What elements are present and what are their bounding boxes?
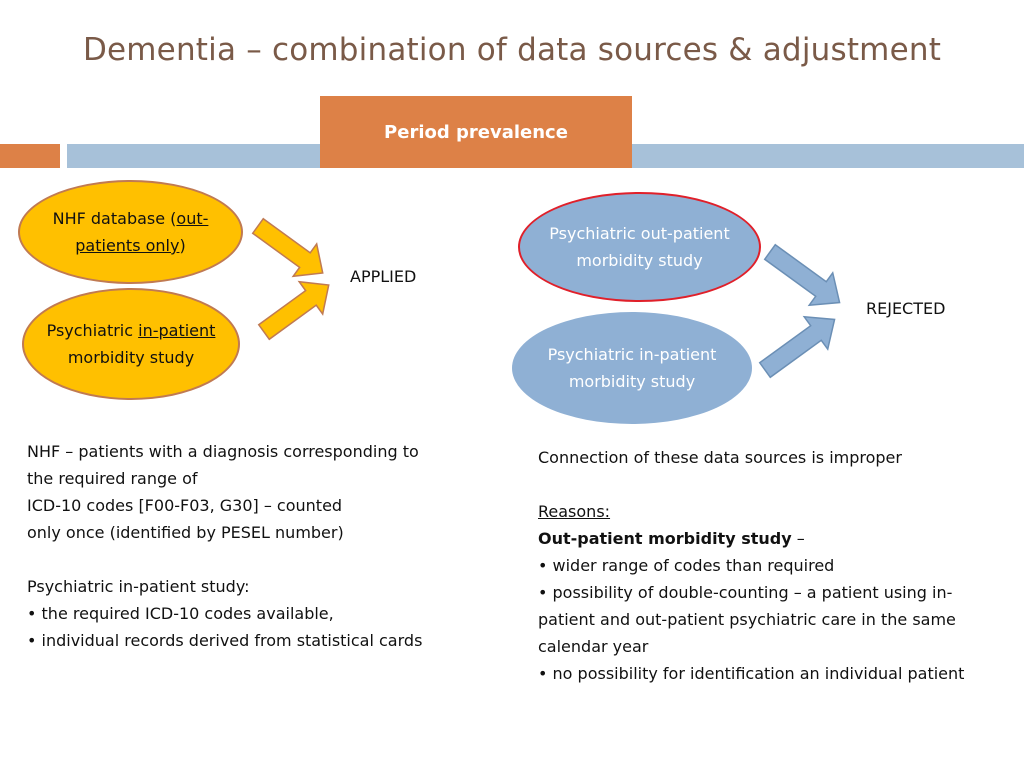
outpatient-line1: Psychiatric out-patient <box>549 224 730 243</box>
inpatient-label-pre: Psychiatric <box>46 321 139 340</box>
left-notes: NHF – patients with a diagnosis correspo… <box>27 438 497 654</box>
inpatient-label-underlined: in-patient <box>138 321 216 340</box>
arrow-right-bottom <box>758 315 836 379</box>
arrow-right-top <box>763 243 841 307</box>
reason-title: Out-patient morbidity study <box>538 529 792 548</box>
reason-title-line: Out-patient morbidity study – <box>538 525 988 552</box>
arrow-left-top <box>251 217 324 278</box>
nhf-database-ellipse: NHF database (out-patients only) <box>18 180 243 284</box>
reason-item: • wider range of codes than required <box>538 556 835 575</box>
blue-bar-left <box>67 144 320 168</box>
connection-note: Connection of these data sources is impr… <box>538 448 902 467</box>
nhf-label-post: ) <box>179 236 186 255</box>
right-notes: Connection of these data sources is impr… <box>538 444 988 687</box>
reasons-heading: Reasons: <box>538 502 611 521</box>
left-note-line: NHF – patients with a diagnosis correspo… <box>27 442 419 461</box>
left-note-line: • the required ICD-10 codes available, <box>27 604 334 623</box>
outpatient-line2: morbidity study <box>576 251 703 270</box>
blue-bar-right <box>632 144 1024 168</box>
inpatient-right-line2: morbidity study <box>568 372 696 391</box>
outpatient-study-ellipse: Psychiatric out-patient morbidity study <box>518 192 761 302</box>
left-note-line: the required range of <box>27 469 198 488</box>
arrow-left-bottom <box>257 280 330 341</box>
nhf-label-underlined: out-patients only <box>75 209 209 255</box>
left-note-line: • individual records derived from statis… <box>27 631 423 650</box>
inpatient-study-ellipse-left: Psychiatric in-patient morbidity study <box>22 288 240 400</box>
inpatient-right-line1: Psychiatric in-patient <box>547 345 717 364</box>
inpatient-label-post: morbidity study <box>67 348 195 367</box>
orange-left-bar <box>0 144 60 168</box>
nhf-label-pre: NHF database ( <box>52 209 177 228</box>
period-prevalence-tab: Period prevalence <box>320 96 632 168</box>
left-note-spacer <box>27 546 497 573</box>
left-note-line: ICD-10 codes [F00-F03, G30] – counted <box>27 496 343 515</box>
reason-item: • no possibility for identification an i… <box>538 664 965 683</box>
left-note-line: only once (identified by PESEL number) <box>27 523 344 542</box>
left-note-line: Psychiatric in-patient study: <box>27 577 250 596</box>
applied-label: APPLIED <box>350 267 417 286</box>
inpatient-study-ellipse-right: Psychiatric in-patient morbidity study <box>512 312 752 424</box>
slide-title: Dementia – combination of data sources &… <box>82 32 942 68</box>
rejected-label: REJECTED <box>866 299 946 318</box>
reason-item: • possibility of double-counting – a pat… <box>538 583 956 656</box>
right-note-spacer <box>538 471 988 498</box>
reason-title-suffix: – <box>791 529 805 548</box>
